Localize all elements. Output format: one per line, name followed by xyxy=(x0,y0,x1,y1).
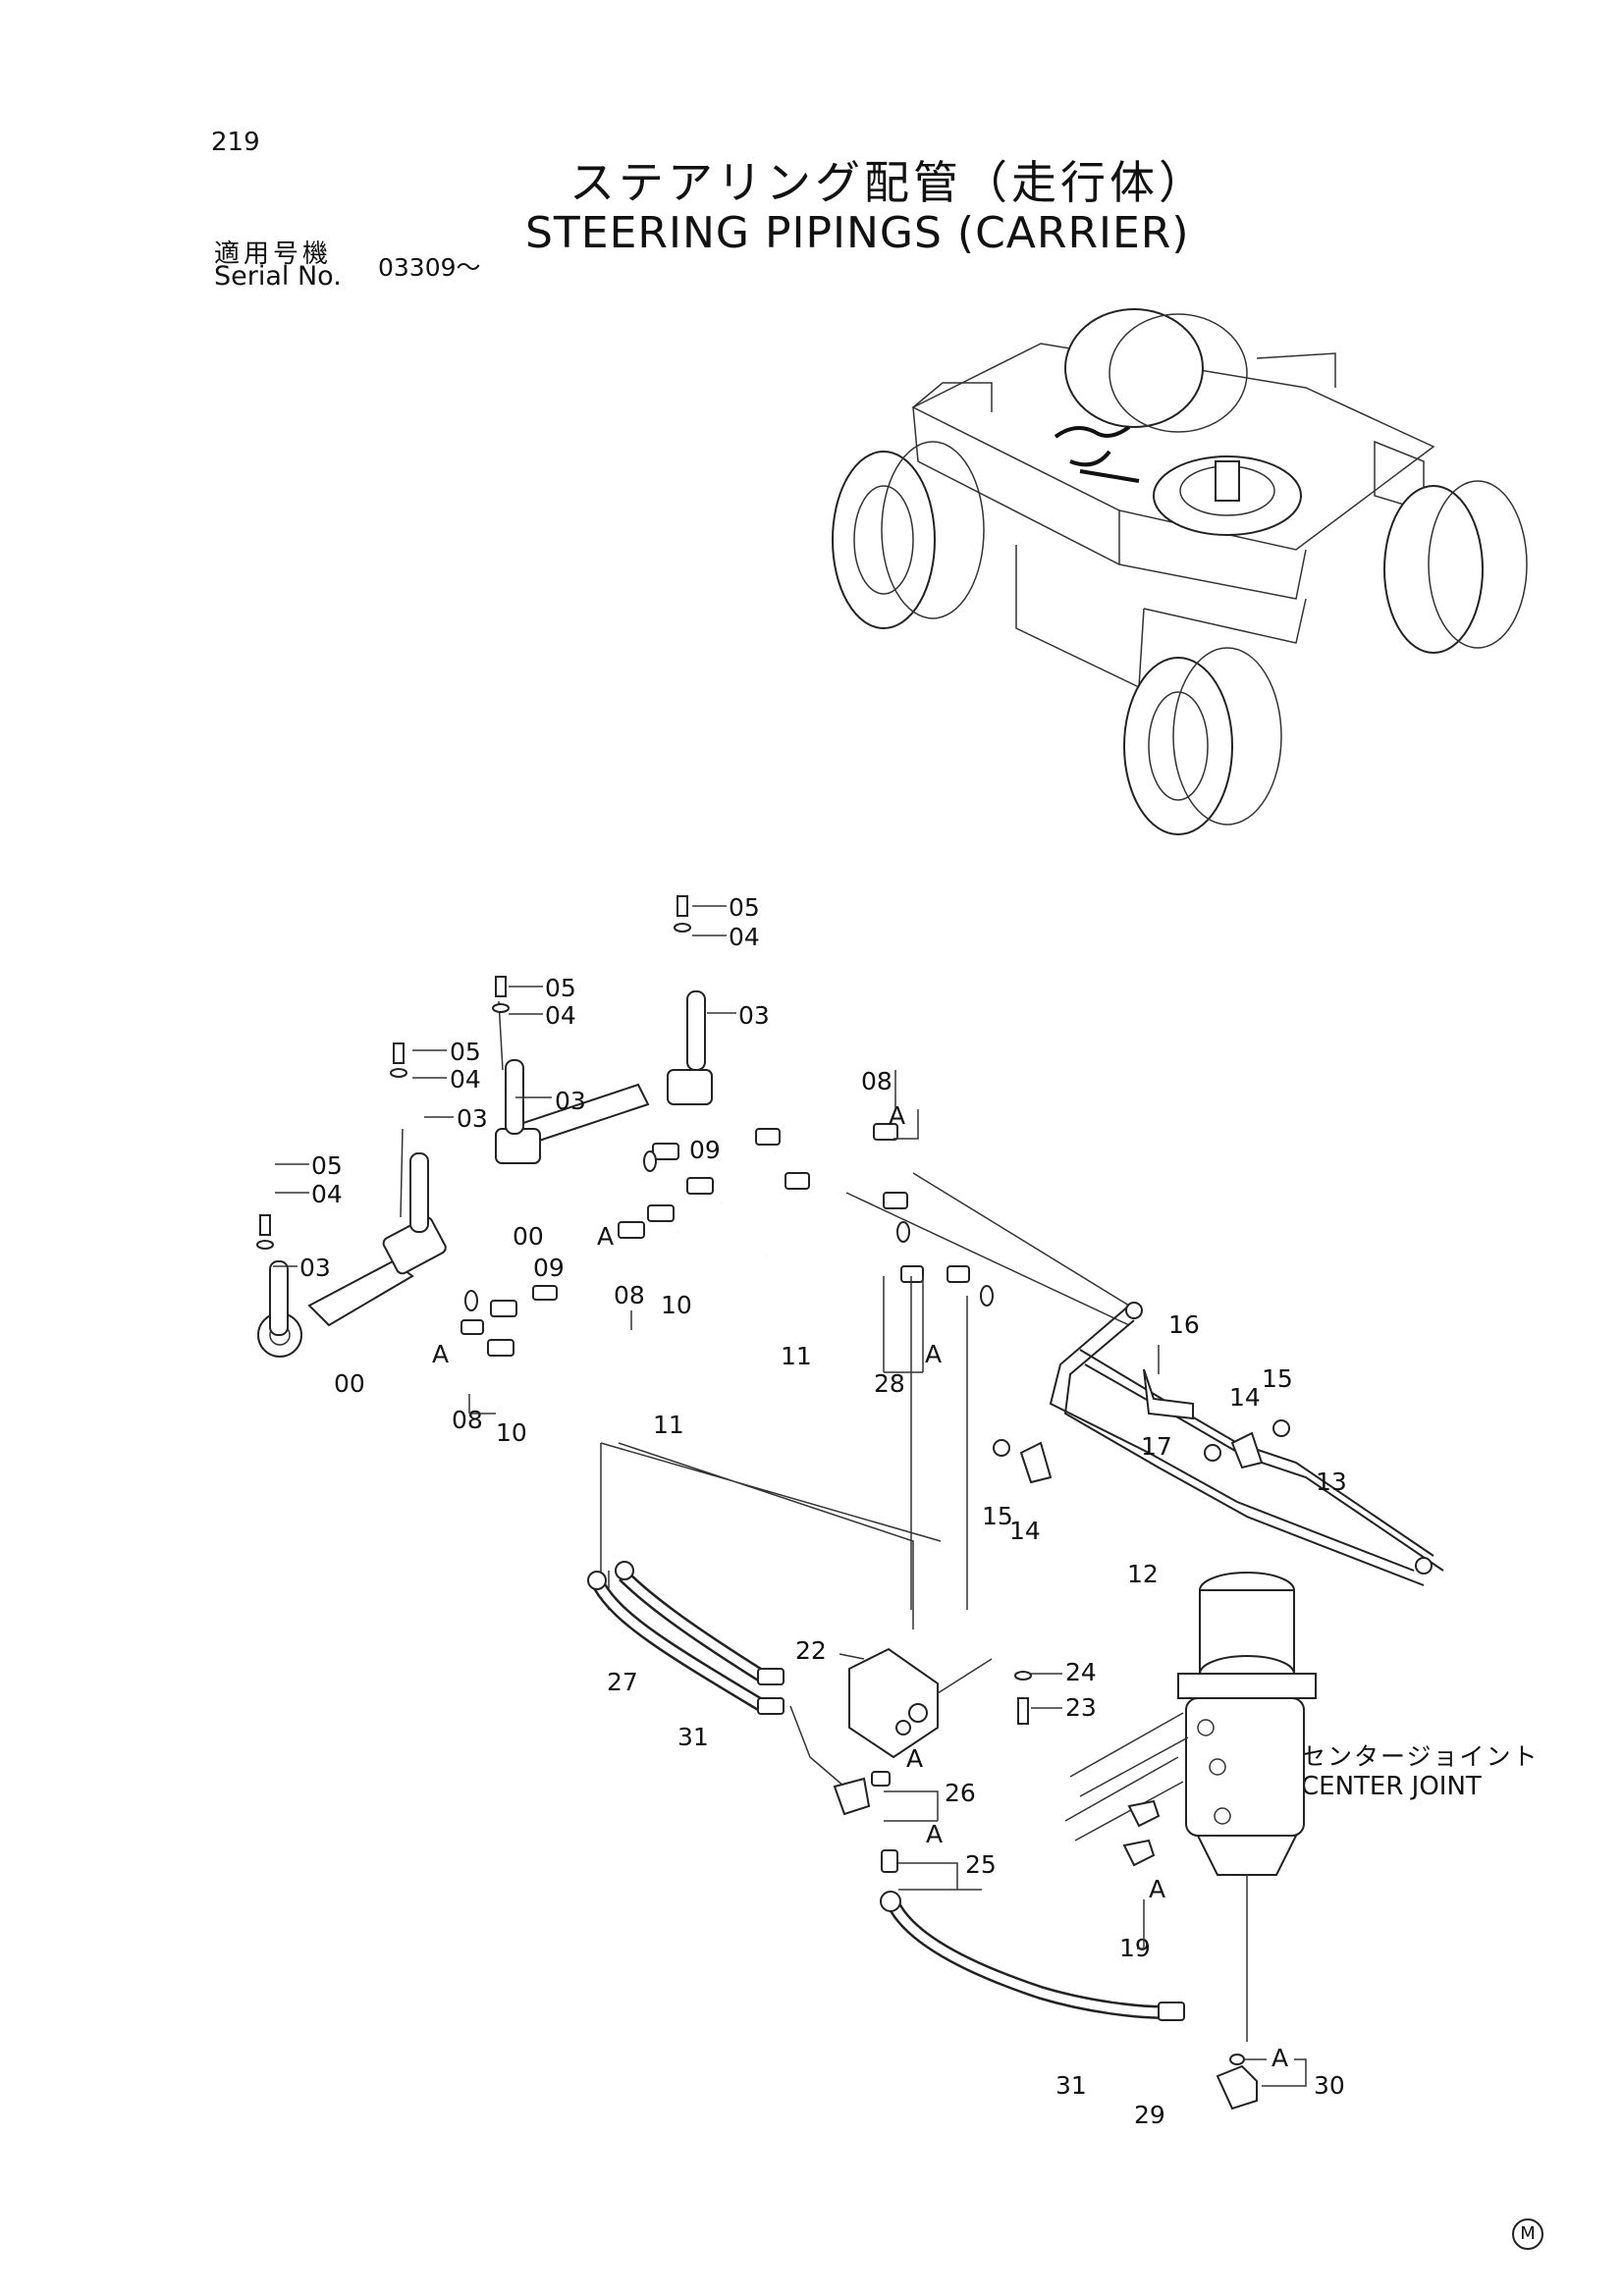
callout-labels: 05 04 03 05 04 03 05 04 03 05 04 03 00 0… xyxy=(299,893,1347,2129)
callout-label: A xyxy=(1271,2044,1288,2072)
callout-label: 04 xyxy=(545,1001,576,1030)
hoses-lower xyxy=(587,1561,845,1788)
steering-cylinder-front xyxy=(495,990,713,1164)
callout-label: 09 xyxy=(533,1254,565,1282)
center-joint xyxy=(1177,1572,1317,2042)
steering-cylinder-rear xyxy=(257,1128,447,1358)
carrier-overview-illustration xyxy=(832,308,1528,835)
callout-label: A xyxy=(597,1222,614,1251)
callout-label: A xyxy=(889,1101,905,1130)
cylinder-fasteners xyxy=(256,895,691,1250)
callout-label: 14 xyxy=(1009,1517,1041,1545)
callout-label: 05 xyxy=(729,893,760,922)
callout-label: 10 xyxy=(661,1291,692,1319)
callout-label: 22 xyxy=(795,1636,827,1665)
serial-value: 03309～ xyxy=(378,253,481,282)
callout-label: 15 xyxy=(982,1502,1013,1530)
callout-label: 00 xyxy=(334,1369,365,1398)
callout-label: 31 xyxy=(677,1723,709,1751)
callout-label: A xyxy=(925,1340,942,1368)
callout-label: 26 xyxy=(945,1779,976,1807)
callout-label: 23 xyxy=(1065,1693,1097,1722)
callout-label: 24 xyxy=(1065,1658,1097,1686)
valve-block xyxy=(833,1647,1032,1816)
hoses-upper xyxy=(504,1152,845,1379)
callout-label: 16 xyxy=(1168,1310,1200,1339)
callout-label: 11 xyxy=(653,1411,684,1439)
callout-label: 04 xyxy=(450,1065,481,1094)
callout-label: 08 xyxy=(861,1067,893,1095)
serial-label-english: Serial No. xyxy=(214,261,342,292)
callout-label: 28 xyxy=(874,1369,905,1398)
callout-label: 03 xyxy=(457,1104,488,1133)
elbow-fittings xyxy=(1064,1712,1189,1867)
title-english: STEERING PIPINGS (CARRIER) xyxy=(525,208,1190,258)
page-number: 219 xyxy=(211,128,260,157)
callout-label: 13 xyxy=(1316,1468,1347,1496)
callout-label: A xyxy=(926,1820,943,1848)
fittings xyxy=(460,1123,994,1357)
callout-label: 00 xyxy=(513,1222,544,1251)
callout-label: 27 xyxy=(607,1668,638,1696)
callout-label: 03 xyxy=(555,1087,586,1115)
callout-label: 11 xyxy=(781,1342,812,1370)
callout-label: 25 xyxy=(965,1850,997,1879)
callout-label: 14 xyxy=(1229,1383,1261,1412)
hose-to-center-joint xyxy=(880,1849,1258,2110)
callout-label: 05 xyxy=(311,1151,343,1180)
callout-leader-lines xyxy=(273,905,1307,2087)
callout-label: 04 xyxy=(311,1180,343,1208)
callout-label: 19 xyxy=(1119,1934,1151,1962)
center-joint-label-english: CENTER JOINT xyxy=(1301,1772,1482,1801)
pipe-clamps xyxy=(993,1368,1290,1484)
callout-label: 05 xyxy=(545,974,576,1002)
callout-label: 29 xyxy=(1134,2101,1165,2129)
callout-label: 08 xyxy=(452,1406,483,1434)
callout-label: 05 xyxy=(450,1038,481,1066)
callout-label: 15 xyxy=(1262,1364,1293,1393)
callout-label: 09 xyxy=(689,1136,721,1164)
callout-label: 12 xyxy=(1127,1560,1159,1588)
callout-label: A xyxy=(1149,1875,1165,1903)
callout-label: 03 xyxy=(738,1001,770,1030)
center-joint-label-japanese: センタージョイント xyxy=(1301,1742,1540,1771)
callout-label: A xyxy=(432,1340,449,1368)
serial-label-japanese: 適用号機 xyxy=(214,240,333,269)
callout-label: 30 xyxy=(1314,2071,1345,2100)
callout-label: A xyxy=(906,1744,923,1773)
callout-label: 08 xyxy=(614,1281,645,1309)
callout-label: 03 xyxy=(299,1254,331,1282)
callout-label: 10 xyxy=(496,1418,527,1447)
callout-label: 17 xyxy=(1141,1432,1172,1461)
manufacturer-mark: M xyxy=(1512,2218,1543,2250)
callout-label: 31 xyxy=(1055,2071,1087,2100)
callout-label: 04 xyxy=(729,923,760,951)
title-japanese: ステアリング配管（走行体） xyxy=(569,156,1208,209)
